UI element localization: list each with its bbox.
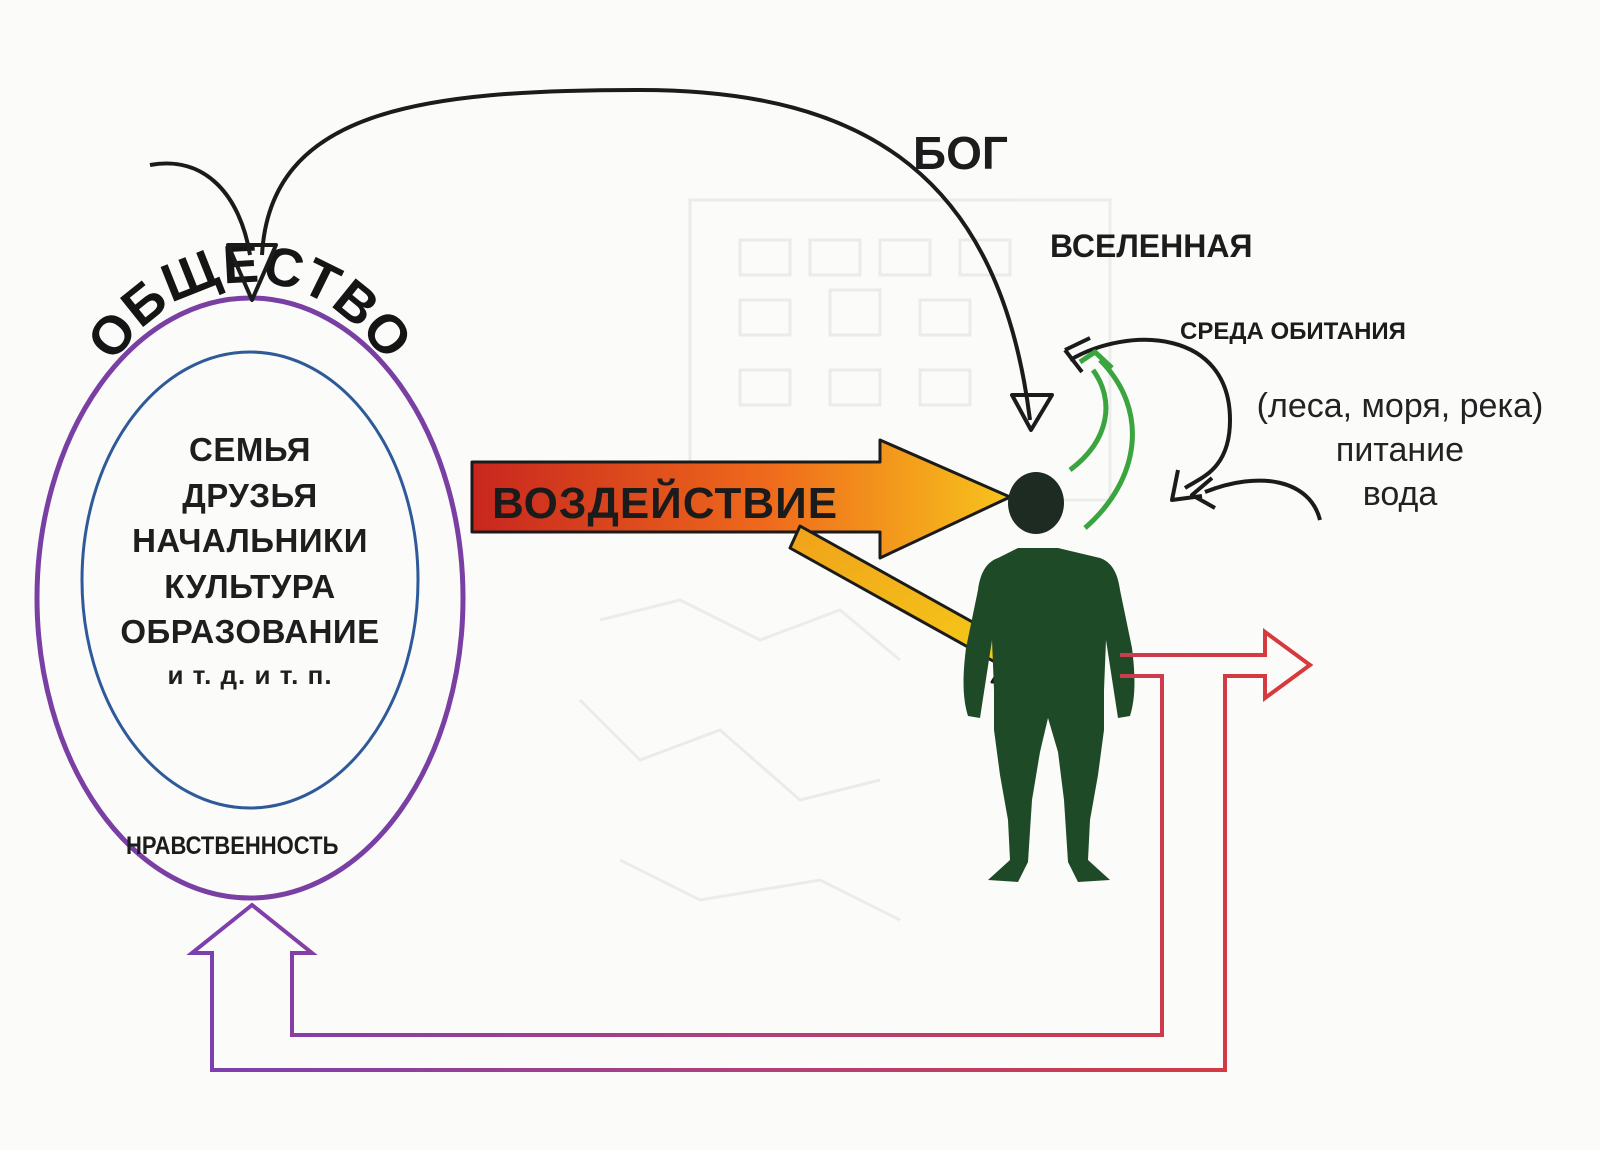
person-figure [963,472,1135,882]
list-item: КУЛЬТУРА [164,567,336,605]
list-item: ОБРАЗОВАНИЕ [120,613,380,650]
habitat-label: СРЕДА ОБИТАНИЯ [1180,318,1406,345]
habitat-arrow-top-head [1063,336,1091,374]
god-arc-arrow [260,87,1032,421]
person-head [1008,472,1064,534]
green-upward-arrow-inner [1068,368,1109,472]
person-body [963,548,1135,882]
list-item: питание [1335,431,1465,469]
food-water-arrow-head [1190,476,1216,510]
list-item: ДРУЗЬЯ [182,476,318,514]
society-members-list: СЕМЬЯ ДРУЗЬЯ НАЧАЛЬНИКИ КУЛЬТУРА ОБРАЗОВ… [85,427,415,695]
arrow-into-society [149,161,252,256]
list-item: (леса, моря, река) [1256,387,1544,425]
green-arrow-head [1078,349,1114,370]
arrow-into-society-head [226,243,278,302]
list-item: вода [1362,475,1438,513]
influence-label: ВОЗДЕЙСТВИЕ [492,477,838,528]
god-label: БОГ [913,127,1008,179]
food-water-arrow [1204,478,1322,521]
habitat-arrow [1068,337,1233,490]
influence-arrow [470,438,1012,560]
society-inner-ellipse [80,350,420,810]
universe-label: ВСЕЛЕННАЯ [1050,228,1253,264]
list-item: НАЧАЛЬНИКИ [132,522,368,559]
morality-label: НРАВСТВЕННОСТЬ [126,832,339,860]
habitat-arrow-head [1170,469,1203,502]
god-arc-arrow-head [1010,393,1054,432]
habitat-items-list: (леса, моря, река) питание вода [1230,384,1570,516]
list-item: и т. д. и т. п. [167,659,333,690]
list-item: СЕМЬЯ [188,431,311,468]
green-upward-arrow [1083,358,1135,530]
feedback-loop-outer [186,628,1314,1072]
